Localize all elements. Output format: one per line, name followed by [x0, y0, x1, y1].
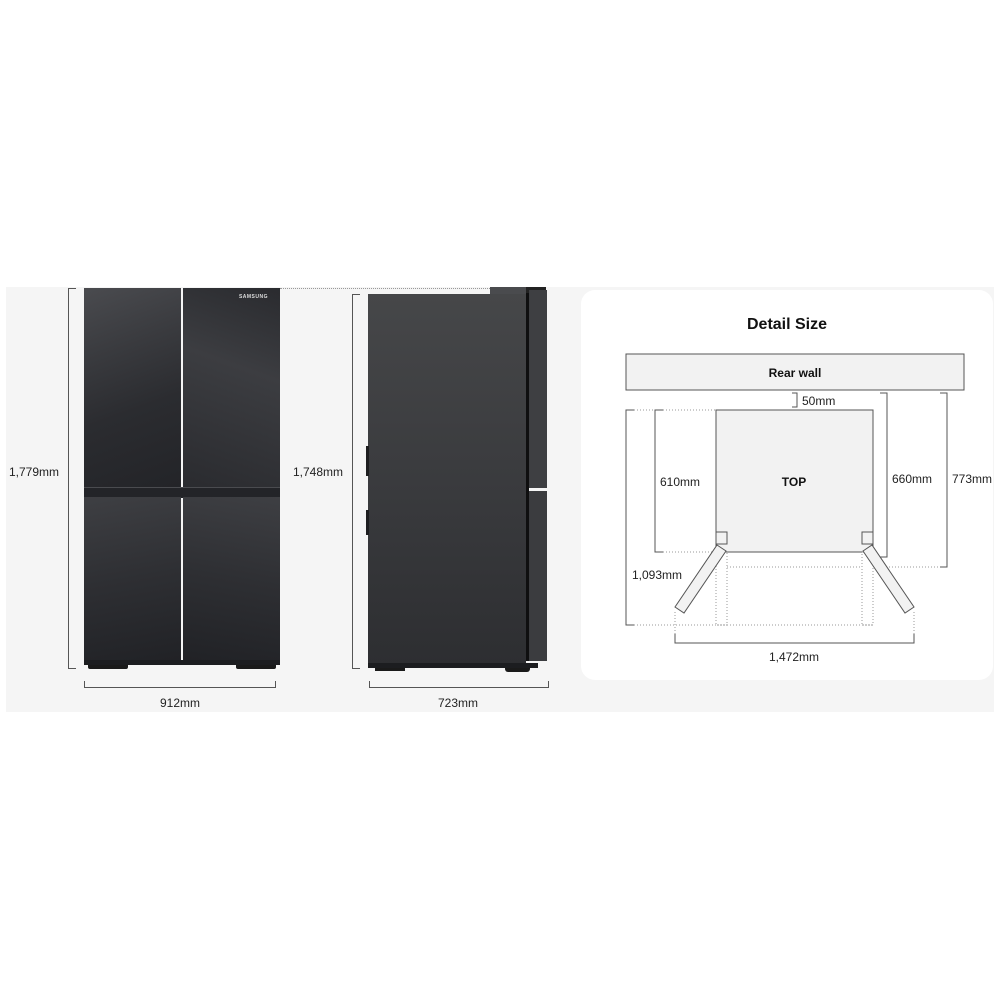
brand-logo: SAMSUNG: [238, 294, 268, 300]
depth-with-door-label: 660mm: [892, 472, 932, 486]
body-depth-bracket: [654, 409, 663, 553]
front-base: [84, 660, 280, 665]
upper-door-side: [529, 290, 547, 488]
left-hinge: [715, 531, 728, 545]
side-handle-lower: [366, 510, 369, 535]
side-height-label: 1,748mm: [293, 465, 344, 479]
gap-label: 50mm: [802, 394, 835, 408]
side-depth-label: 723mm: [438, 696, 479, 710]
top-reference-line: [280, 288, 530, 289]
front-width-dim-line: [84, 687, 276, 688]
dim-tick: [84, 681, 85, 688]
fridge-front-image: SAMSUNG: [84, 288, 280, 669]
fridge-top-outline: [715, 409, 874, 553]
detail-diagram: Rear wall 50mm TOP 610mm 1,093mm 660mm 7…: [625, 353, 992, 664]
top-left-door: [84, 288, 181, 487]
front-height-dim-line: [68, 288, 69, 669]
right-hinge: [861, 531, 874, 545]
dim-tick: [369, 681, 370, 688]
dim-tick: [352, 294, 360, 295]
lower-door-side: [529, 491, 547, 661]
rear-wall-label: Rear wall: [769, 366, 822, 380]
side-base: [368, 663, 538, 668]
dim-tick: [548, 681, 549, 688]
front-width-label: 912mm: [160, 696, 201, 710]
depth-with-door-bracket: [880, 392, 888, 558]
right-foot: [236, 665, 276, 669]
side-rear-foot: [505, 668, 530, 672]
total-depth-bracket: [940, 392, 948, 568]
top-hinge-cap: [490, 287, 528, 294]
dim-tick: [275, 681, 276, 688]
side-handle-upper: [366, 446, 369, 476]
front-height-label: 1,779mm: [9, 465, 60, 479]
left-open-door: [674, 544, 727, 614]
dim-tick: [68, 668, 76, 669]
side-cabinet: [368, 294, 526, 666]
body-depth-label: 610mm: [660, 475, 700, 489]
dim-tick: [352, 668, 360, 669]
total-depth-label: 773mm: [952, 472, 992, 486]
bottom-left-door: [84, 497, 181, 660]
rear-wall-box: [625, 353, 965, 391]
dim-tick: [68, 288, 76, 289]
detail-size-card: Detail Size Rear wall 50mm TOP 610mm 1,0…: [581, 290, 993, 680]
door-open-width-label: 1,472mm: [769, 650, 819, 664]
door-gap: [526, 293, 529, 661]
top-right-door: [183, 288, 280, 487]
side-depth-dim-line: [369, 687, 549, 688]
door-open-depth-bracket: [625, 409, 634, 626]
top-label: TOP: [782, 475, 806, 489]
side-front-foot: [375, 668, 405, 671]
door-open-depth-label: 1,093mm: [632, 568, 682, 582]
gap-bracket: [792, 392, 798, 408]
left-foot: [88, 665, 128, 669]
door-open-width-bracket: [674, 634, 915, 644]
bottom-right-door: [183, 497, 280, 660]
right-open-door: [862, 544, 915, 614]
handle-bar: [84, 487, 280, 498]
side-height-dim-line: [352, 294, 353, 669]
detail-size-title: Detail Size: [746, 316, 828, 333]
